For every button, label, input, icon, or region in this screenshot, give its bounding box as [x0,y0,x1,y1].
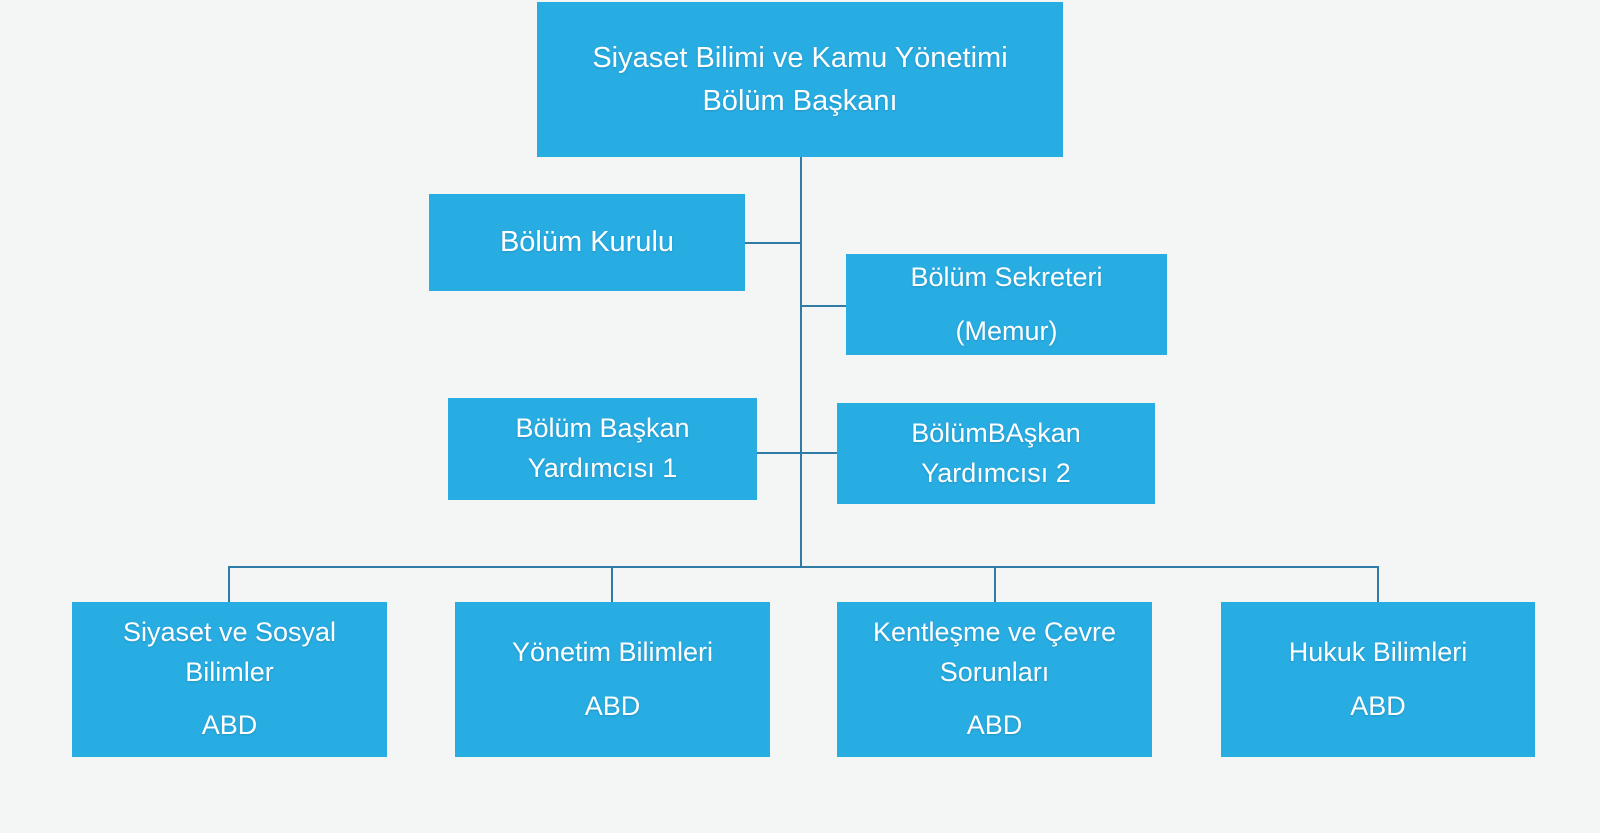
connector-abd-rail [228,566,1379,568]
node-bolum-baskan-yardimcisi-2: BölümBAşkan Yardımcısı 2 [837,403,1155,504]
node-text-line: Bilimler [185,656,274,687]
connector-drop-abd4 [1377,566,1379,602]
node-bolum-baskani: Siyaset Bilimi ve Kamu Yönetimi Bölüm Ba… [537,2,1063,157]
node-text-line: Sorunları [939,656,1050,687]
connector-bolum-kurulu [745,242,801,244]
node-yonetim-bilimleri-abd: Yönetim Bilimleri ABD [455,602,770,757]
node-text-line: Bölüm Başkanı [702,84,898,117]
node-text-line: ABD [1350,690,1406,721]
node-text-line: Bölüm Başkan [515,413,690,444]
node-siyaset-ve-sosyal-bilimler-abd: Siyaset ve Sosyal Bilimler ABD [72,602,387,757]
node-text-line: ABD [201,710,258,741]
node-bolum-sekreteri: Bölüm Sekreteri (Memur) [846,254,1167,355]
connector-drop-abd3 [994,566,996,602]
node-text-line: Siyaset ve Sosyal [122,616,337,647]
connector-drop-abd1 [228,566,230,602]
node-text-line: (Memur) [955,315,1058,346]
node-text-line: ABD [584,690,641,721]
node-text-line: Yönetim Bilimleri [511,636,714,667]
node-bolum-baskan-yardimcisi-1: Bölüm Başkan Yardımcısı 1 [448,398,757,500]
node-text-line: Kentleşme ve Çevre [872,616,1117,647]
connector-trunk-vertical [800,157,802,567]
node-text-line: ABD [966,710,1023,741]
connector-drop-abd2 [611,566,613,602]
node-text-line: Hukuk Bilimleri [1288,636,1468,667]
node-bolum-kurulu: Bölüm Kurulu [429,194,745,291]
node-text-line: Siyaset Bilimi ve Kamu Yönetimi [592,41,1008,74]
node-hukuk-bilimleri-abd: Hukuk Bilimleri ABD [1221,602,1535,757]
node-text-line: Yardımcısı 1 [527,453,678,483]
connector-bolum-sekreteri [802,305,846,307]
node-text-line: Bölüm Sekreteri [910,261,1103,292]
node-text-line: Bölüm Kurulu [499,226,675,259]
node-kentlesme-ve-cevre-sorunlari-abd: Kentleşme ve Çevre Sorunları ABD [837,602,1152,757]
connector-baskan-yardimcilari [757,452,837,454]
node-text-line: Yardımcısı 2 [921,457,1071,488]
node-text-line: BölümBAşkan [911,417,1081,448]
